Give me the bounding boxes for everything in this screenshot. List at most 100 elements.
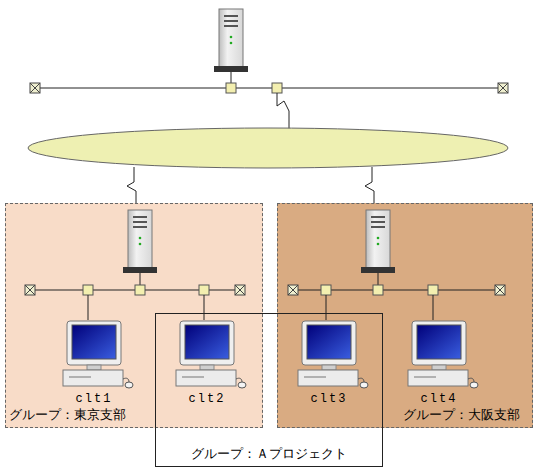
led [377,237,380,240]
pc-base [298,370,358,386]
led [230,36,233,39]
server-icon [361,210,395,273]
led [139,237,142,240]
terminator [30,83,40,93]
lan-cable [293,290,500,291]
drop-wire [88,295,89,320]
server-body [128,210,152,268]
terminator-box [235,285,245,295]
terminator-cross [495,285,505,295]
pc-base [176,370,236,386]
group-label: グループ：大阪支部 [403,407,520,422]
lan-tap [226,83,236,93]
drop-wire [204,295,205,320]
pc-icon [61,319,127,391]
monitor-stand [87,365,101,370]
monitor-stand [432,365,446,370]
drive-slot [414,377,436,378]
drop-wire [231,72,232,83]
monitor-screen [307,325,351,359]
lan-tap [83,285,93,295]
monitor-stand [322,365,336,370]
monitor-stand [200,365,214,370]
mouse [360,382,368,388]
server-base [123,267,157,273]
lan-cable [30,290,240,291]
led [377,243,380,246]
server-body [219,9,243,67]
terminator-cross [498,83,508,93]
monitor-screen [72,325,116,359]
mouse-cord [358,378,364,382]
terminator-box [495,285,505,295]
drop-wire [378,273,379,285]
led [139,243,142,246]
drive-slot [371,221,385,223]
drive-slot [133,226,147,228]
monitor-frame [412,321,466,365]
terminator-cross [25,285,35,295]
drive-slot [224,25,238,27]
group-box: clt1 clt2 グループ：東京支部 [5,203,263,428]
mouse [238,382,246,388]
pc-icon [174,319,240,391]
terminator [498,83,508,93]
monitor-screen [185,325,229,359]
wan-link [277,93,289,129]
terminator-cross [30,83,40,93]
terminator-box [25,285,35,295]
lan-tap [428,285,438,295]
lan-tap [321,285,331,295]
wan-cloud [28,128,508,168]
host-name: clt1 [61,392,127,407]
monitor-frame [302,321,356,365]
drive-slot [182,377,204,378]
group-label: グループ：Ａプロジェクト [156,446,382,461]
lan-tap [135,285,145,295]
terminator [288,285,298,295]
group-box: clt3clt4グループ：大阪支部 [277,203,533,428]
server-icon [123,210,157,273]
client-pc: clt2 [174,319,240,407]
drop-wire [326,295,327,320]
drop-wire [140,273,141,285]
pc-icon [406,319,472,391]
group-box: グループ：Ａプロジェクト [155,313,383,467]
monitor-frame [67,321,121,365]
host-name: clt2 [174,392,240,407]
terminator-box [288,285,298,295]
terminator-box [498,83,508,93]
group-label: グループ：東京支部 [9,407,126,422]
drive-slot [304,377,326,378]
lan-cable [35,88,503,89]
drive-slot [224,20,238,22]
mouse-cord [123,378,129,382]
lan-tap [373,285,383,295]
terminator [495,285,505,295]
server-body [366,210,390,268]
server-base [214,66,248,72]
client-pc: clt3 [296,319,362,407]
server-icon [214,9,248,72]
led [230,42,233,45]
monitor-frame [180,321,234,365]
pc-base [408,370,468,386]
mouse-cord [236,378,242,382]
terminator-box [30,83,40,93]
client-pc: clt1 [61,319,127,407]
drive-slot [224,15,238,17]
drive-slot [133,221,147,223]
drive-slot [69,377,91,378]
pc-icon [296,319,362,391]
host-name: clt3 [296,392,362,407]
mouse [470,382,478,388]
server-base [361,267,395,273]
pc-base [63,370,123,386]
mouse [125,382,133,388]
drive-slot [133,216,147,218]
terminator [25,285,35,295]
drive-slot [371,216,385,218]
lan-tap [199,285,209,295]
